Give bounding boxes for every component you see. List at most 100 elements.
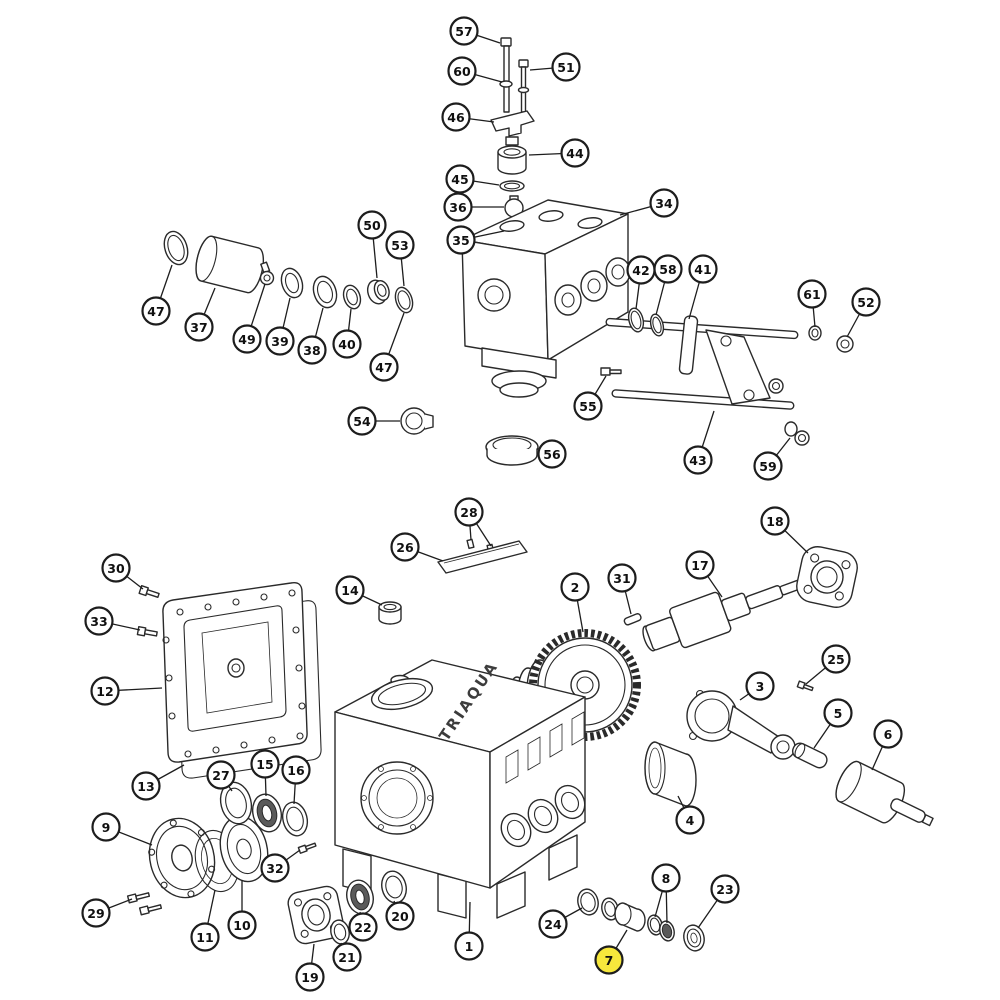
balloon-circle[interactable] <box>675 805 705 835</box>
balloon-circle[interactable] <box>357 210 387 240</box>
callout-balloon-8[interactable]: 8 <box>651 863 681 893</box>
balloon-circle[interactable] <box>443 192 473 222</box>
callout-balloon-4[interactable]: 4 <box>675 805 705 835</box>
callout-balloon-9[interactable]: 9 <box>91 812 121 842</box>
balloon-circle[interactable] <box>685 550 715 580</box>
balloon-circle[interactable] <box>851 287 881 317</box>
callout-balloon-12[interactable]: 12 <box>90 676 120 706</box>
callout-balloon-61[interactable]: 61 <box>797 279 827 309</box>
balloon-circle[interactable] <box>348 912 378 942</box>
balloon-circle[interactable] <box>446 225 476 255</box>
balloon-circle[interactable] <box>449 16 479 46</box>
callout-balloon-59[interactable]: 59 <box>753 451 783 481</box>
callout-balloon-32[interactable]: 32 <box>260 853 290 883</box>
balloon-circle[interactable] <box>538 909 568 939</box>
callout-balloon-46[interactable]: 46 <box>441 102 471 132</box>
callout-balloon-1[interactable]: 1 <box>454 931 484 961</box>
callout-balloon-27[interactable]: 27 <box>206 760 236 790</box>
balloon-circle[interactable] <box>447 56 477 86</box>
callout-balloon-31[interactable]: 31 <box>607 563 637 593</box>
callout-balloon-29[interactable]: 29 <box>81 898 111 928</box>
callout-balloon-21[interactable]: 21 <box>332 942 362 972</box>
balloon-circle[interactable] <box>385 230 415 260</box>
balloon-circle[interactable] <box>81 898 111 928</box>
balloon-circle[interactable] <box>295 962 325 992</box>
balloon-circle[interactable] <box>332 942 362 972</box>
balloon-circle[interactable] <box>760 506 790 536</box>
balloon-circle[interactable] <box>745 671 775 701</box>
balloon-circle[interactable] <box>445 164 475 194</box>
callout-balloon-16[interactable]: 16 <box>281 755 311 785</box>
balloon-circle[interactable] <box>688 254 718 284</box>
callout-balloon-39[interactable]: 39 <box>265 326 295 356</box>
balloon-circle[interactable] <box>184 312 214 342</box>
balloon-circle[interactable] <box>560 572 590 602</box>
callout-balloon-36[interactable]: 36 <box>443 192 473 222</box>
balloon-circle[interactable] <box>297 335 327 365</box>
callout-balloon-38[interactable]: 38 <box>297 335 327 365</box>
balloon-circle[interactable] <box>91 812 121 842</box>
balloon-circle[interactable] <box>131 771 161 801</box>
callout-balloon-37[interactable]: 37 <box>184 312 214 342</box>
callout-balloon-51[interactable]: 51 <box>551 52 581 82</box>
balloon-circle[interactable] <box>335 575 365 605</box>
balloon-circle[interactable] <box>84 606 114 636</box>
callout-balloon-42[interactable]: 42 <box>626 255 656 285</box>
callout-balloon-35[interactable]: 35 <box>446 225 476 255</box>
callout-balloon-54[interactable]: 54 <box>347 406 377 436</box>
callout-balloon-11[interactable]: 11 <box>190 922 220 952</box>
balloon-circle[interactable] <box>265 326 295 356</box>
balloon-circle[interactable] <box>281 755 311 785</box>
balloon-circle[interactable] <box>441 102 471 132</box>
balloon-circle[interactable] <box>797 279 827 309</box>
balloon-circle[interactable] <box>141 296 171 326</box>
callout-balloon-13[interactable]: 13 <box>131 771 161 801</box>
callout-balloon-47[interactable]: 47 <box>141 296 171 326</box>
balloon-circle[interactable] <box>560 138 590 168</box>
balloon-circle[interactable] <box>454 497 484 527</box>
callout-balloon-43[interactable]: 43 <box>683 445 713 475</box>
callout-balloon-5[interactable]: 5 <box>823 698 853 728</box>
callout-balloon-44[interactable]: 44 <box>560 138 590 168</box>
callout-balloon-41[interactable]: 41 <box>688 254 718 284</box>
callout-balloon-34[interactable]: 34 <box>649 188 679 218</box>
callout-balloon-20[interactable]: 20 <box>385 901 415 931</box>
callout-balloon-22[interactable]: 22 <box>348 912 378 942</box>
balloon-circle[interactable] <box>232 324 262 354</box>
balloon-circle[interactable] <box>250 749 280 779</box>
balloon-circle[interactable] <box>90 676 120 706</box>
callout-balloon-50[interactable]: 50 <box>357 210 387 240</box>
callout-balloon-57[interactable]: 57 <box>449 16 479 46</box>
callout-balloon-10[interactable]: 10 <box>227 910 257 940</box>
callout-balloon-7[interactable]: 7 <box>594 945 624 975</box>
balloon-circle[interactable] <box>823 698 853 728</box>
callout-balloon-28[interactable]: 28 <box>454 497 484 527</box>
balloon-circle[interactable] <box>753 451 783 481</box>
callout-balloon-14[interactable]: 14 <box>335 575 365 605</box>
balloon-circle[interactable] <box>710 874 740 904</box>
balloon-circle[interactable] <box>594 945 624 975</box>
callout-balloon-33[interactable]: 33 <box>84 606 114 636</box>
balloon-circle[interactable] <box>101 553 131 583</box>
callout-balloon-53[interactable]: 53 <box>385 230 415 260</box>
callout-balloon-49[interactable]: 49 <box>232 324 262 354</box>
callout-balloon-23[interactable]: 23 <box>710 874 740 904</box>
callout-balloon-25[interactable]: 25 <box>821 644 851 674</box>
callout-balloon-26[interactable]: 26 <box>390 532 420 562</box>
balloon-circle[interactable] <box>190 922 220 952</box>
callout-balloon-3[interactable]: 3 <box>745 671 775 701</box>
balloon-circle[interactable] <box>683 445 713 475</box>
balloon-circle[interactable] <box>537 439 567 469</box>
callout-balloon-24[interactable]: 24 <box>538 909 568 939</box>
callout-balloon-55[interactable]: 55 <box>573 391 603 421</box>
balloon-circle[interactable] <box>873 719 903 749</box>
callout-balloon-40[interactable]: 40 <box>332 329 362 359</box>
balloon-circle[interactable] <box>651 863 681 893</box>
balloon-circle[interactable] <box>649 188 679 218</box>
callout-balloon-52[interactable]: 52 <box>851 287 881 317</box>
balloon-circle[interactable] <box>369 352 399 382</box>
balloon-circle[interactable] <box>260 853 290 883</box>
balloon-circle[interactable] <box>390 532 420 562</box>
balloon-circle[interactable] <box>385 901 415 931</box>
callout-balloon-17[interactable]: 17 <box>685 550 715 580</box>
